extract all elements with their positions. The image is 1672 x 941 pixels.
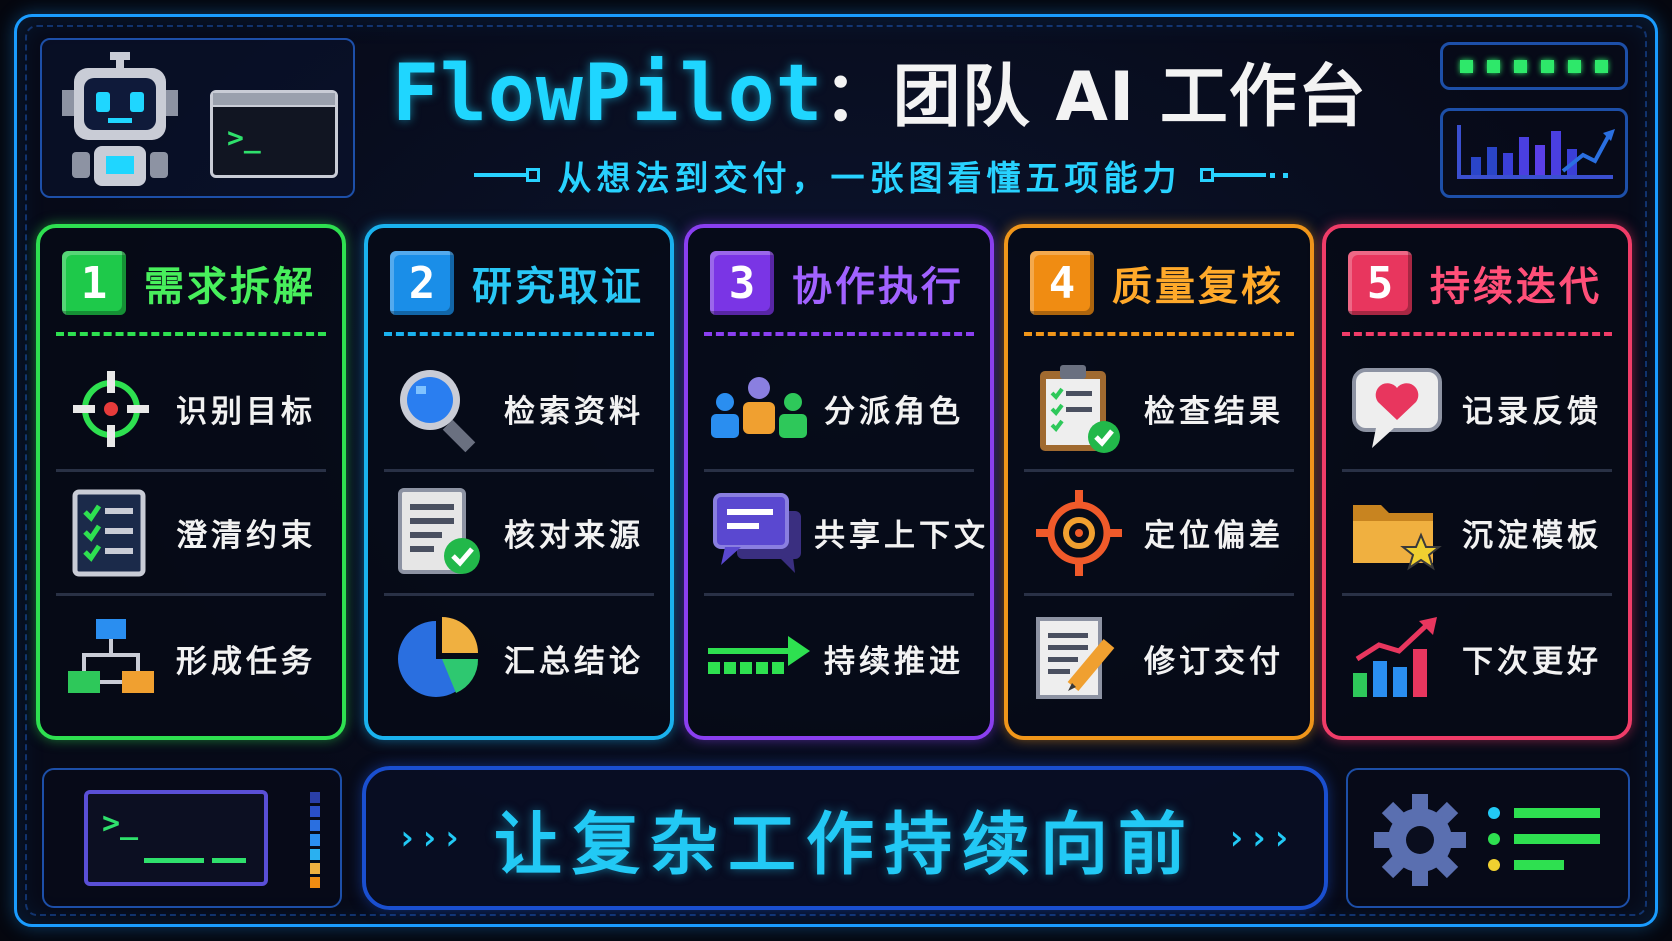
card-title: 研究取证: [472, 264, 644, 310]
list-item: 持续推进: [704, 596, 974, 720]
terminal-prompt: >_: [102, 806, 139, 841]
header-left-panel: >_: [40, 38, 355, 198]
item-label: 识别目标: [176, 394, 316, 430]
flowchart-icon: [56, 608, 166, 708]
item-label: 汇总结论: [504, 643, 644, 680]
capability-card-1: 1 需求拆解 识别目标: [36, 224, 346, 740]
list-item: 定位偏差: [1024, 472, 1294, 596]
card-divider: [704, 332, 974, 336]
list-item: 核对来源: [384, 472, 654, 596]
item-label: 定位偏差: [1144, 518, 1284, 554]
card-divider: [1342, 332, 1612, 336]
item-label: 分派角色: [824, 394, 964, 430]
gear-icon: [1374, 794, 1466, 886]
item-label: 核对来源: [504, 518, 644, 554]
item-label: 下次更好: [1462, 643, 1602, 680]
level-meter-icon: [310, 792, 320, 888]
capability-card-2: 2 研究取证 检索资料 核对来源: [364, 224, 674, 740]
item-label: 形成任务: [176, 643, 316, 680]
item-label: 修订交付: [1144, 643, 1284, 680]
list-item: 下次更好: [1342, 596, 1612, 720]
item-label: 持续推进: [824, 643, 964, 680]
robot-icon: [62, 52, 178, 186]
card-divider: [56, 332, 326, 336]
magnifier-icon: [384, 359, 494, 459]
item-label: 记录反馈: [1462, 394, 1602, 430]
card-divider: [384, 332, 654, 336]
footer-right-panel: [1346, 768, 1630, 908]
item-label: 检查结果: [1144, 394, 1284, 430]
item-label: 检索资料: [504, 394, 644, 430]
checklist-icon: [56, 483, 166, 583]
footer-left-panel: >_: [42, 768, 342, 908]
arrows-right-icon: ›››: [1226, 818, 1294, 858]
folder-star-icon: [1342, 483, 1452, 583]
clipboard-check-icon: [1024, 359, 1134, 459]
slogan-banner: ››› 让复杂工作持续向前 ›››: [362, 766, 1328, 910]
card-number: 4: [1030, 251, 1094, 315]
progress-arrow-icon: [704, 608, 814, 708]
arrows-left-icon: ›››: [396, 818, 464, 858]
connector-right-icon: [1199, 168, 1292, 182]
document-pencil-icon: [1024, 608, 1134, 708]
growth-chart-icon: [1342, 608, 1452, 708]
list-item: 记录反馈: [1342, 348, 1612, 472]
card-title: 需求拆解: [144, 264, 316, 310]
subtitle: 从想法到交付，一张图看懂五项能力: [557, 158, 1182, 199]
document-check-icon: [384, 483, 494, 583]
card-title: 协作执行: [792, 264, 964, 310]
terminal-window-icon: >_: [210, 90, 338, 178]
card-title: 质量复核: [1112, 264, 1284, 310]
list-item: 修订交付: [1024, 596, 1294, 720]
terminal-icon: >_: [84, 790, 268, 886]
terminal-prompt: >_: [227, 121, 261, 154]
status-leds: [1440, 42, 1628, 90]
pie-chart-icon: [384, 608, 494, 708]
card-header: 5 持续迭代: [1348, 250, 1602, 316]
list-item: 澄清约束: [56, 472, 326, 596]
target-icon: [1024, 483, 1134, 583]
capability-card-3: 3 协作执行 分派角色 共享上下文: [684, 224, 994, 740]
list-item: 共享上下文: [704, 472, 985, 596]
slogan-text: 让复杂工作持续向前: [493, 805, 1196, 885]
item-label: 澄清约束: [176, 518, 316, 554]
mini-bar-chart-icon: [1440, 108, 1628, 198]
card-header: 1 需求拆解: [62, 250, 316, 316]
list-lines-icon: [1488, 800, 1608, 880]
chat-bubble-icon: [704, 483, 814, 583]
connector-left-icon: [473, 168, 540, 182]
page-title: FlowPilot：团队 AI 工作台: [392, 44, 1392, 144]
list-item: 汇总结论: [384, 596, 654, 720]
list-item: 检索资料: [384, 348, 654, 472]
card-header: 3 协作执行: [710, 250, 964, 316]
item-label: 沉淀模板: [1462, 518, 1602, 554]
card-number: 3: [710, 251, 774, 315]
card-number: 2: [390, 251, 454, 315]
list-item: 识别目标: [56, 348, 326, 472]
item-label: 共享上下文: [814, 518, 989, 554]
card-header: 2 研究取证: [390, 250, 644, 316]
capability-card-5: 5 持续迭代 记录反馈 沉淀模板: [1322, 224, 1632, 740]
card-number: 5: [1348, 251, 1412, 315]
list-item: 沉淀模板: [1342, 472, 1612, 596]
card-title: 持续迭代: [1430, 264, 1602, 310]
card-header: 4 质量复核: [1030, 250, 1284, 316]
card-divider: [1024, 332, 1294, 336]
brand-name: FlowPilot: [392, 49, 824, 139]
capability-card-4: 4 质量复核 检查结果: [1004, 224, 1314, 740]
heart-bubble-icon: [1342, 359, 1452, 459]
list-item: 分派角色: [704, 348, 974, 472]
crosshair-target-icon: [56, 359, 166, 459]
subtitle-row: 从想法到交付，一张图看懂五项能力: [390, 150, 1375, 200]
card-number: 1: [62, 251, 126, 315]
list-item: 形成任务: [56, 596, 326, 720]
title-rest: ：团队 AI 工作台: [823, 58, 1367, 137]
team-icon: [704, 359, 814, 459]
list-item: 检查结果: [1024, 348, 1294, 472]
